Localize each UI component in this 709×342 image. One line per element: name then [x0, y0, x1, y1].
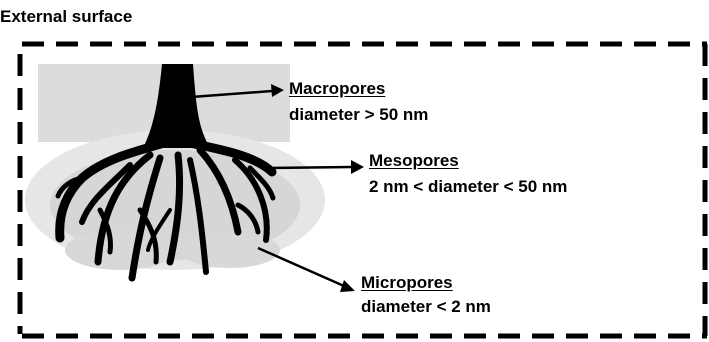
external-surface-label: External surface: [0, 6, 132, 27]
micropores-title: Micropores: [361, 272, 453, 293]
mesopores-title: Mesopores: [369, 150, 459, 171]
mesopores-range: 2 nm < diameter < 50 nm: [369, 176, 567, 197]
macropores-title: Macropores: [289, 78, 385, 99]
micropores-range: diameter < 2 nm: [361, 296, 491, 317]
macropores-range: diameter > 50 nm: [289, 104, 428, 125]
